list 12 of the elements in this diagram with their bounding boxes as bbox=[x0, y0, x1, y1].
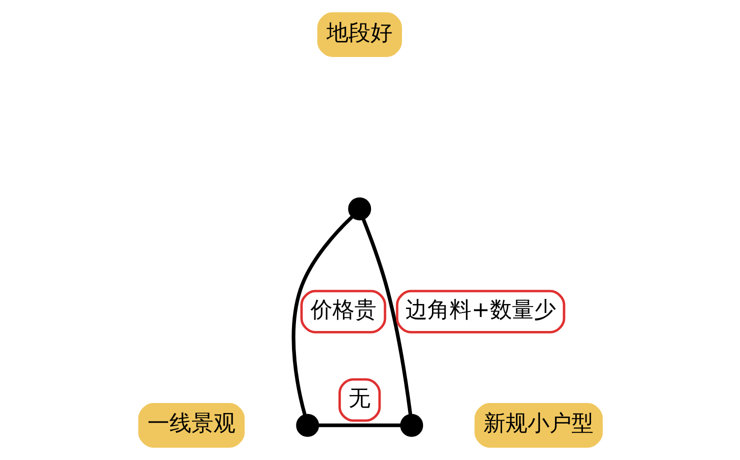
node-circle bbox=[400, 414, 423, 437]
node-box: 一线景观 bbox=[138, 403, 244, 448]
connector bbox=[361, 218, 412, 415]
node-circle bbox=[348, 197, 371, 220]
connector bbox=[318, 424, 400, 428]
node-box: 地段好 bbox=[316, 12, 402, 57]
connector bbox=[291, 216, 353, 416]
node-box: 新规小户型 bbox=[474, 403, 602, 448]
edge-label: 边角料+数量少 bbox=[405, 298, 556, 323]
edge-label: 价格贵 bbox=[310, 298, 376, 323]
node-circle bbox=[296, 414, 319, 437]
edge-label: 无 bbox=[348, 386, 370, 412]
